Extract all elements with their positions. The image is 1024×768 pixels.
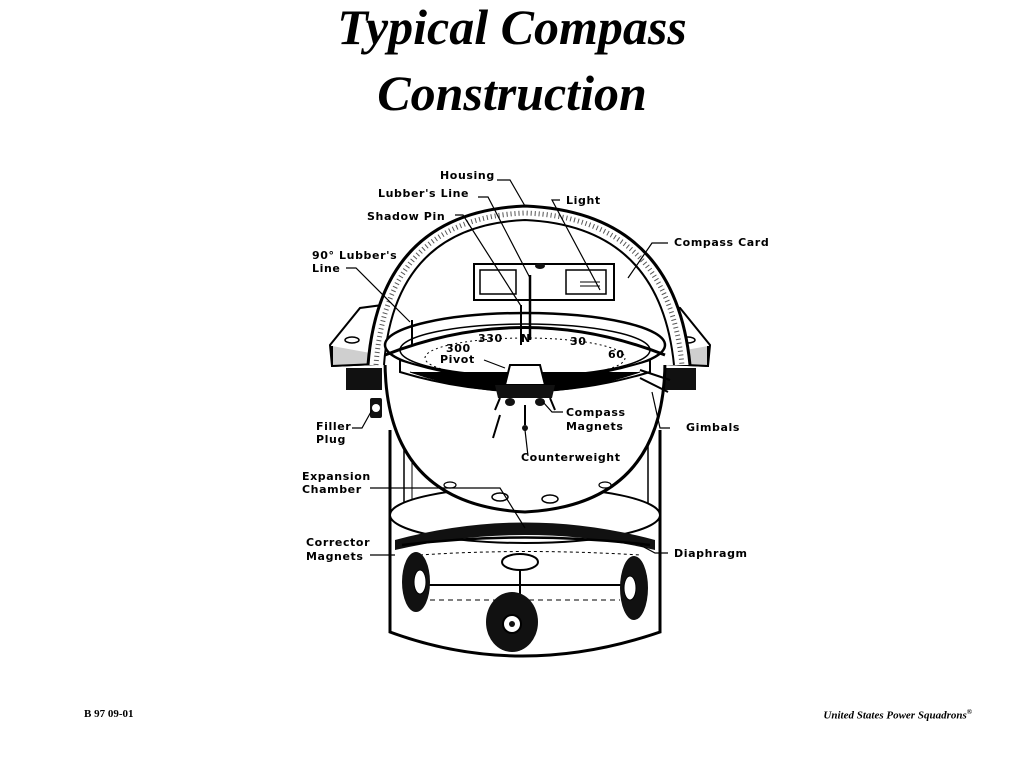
label-90-lubbers-line-1: 90° Lubber's: [312, 249, 397, 262]
label-gimbals: Gimbals: [686, 421, 740, 434]
footer-slide-code: B 97 09-01: [84, 708, 134, 720]
compass-drawing: N 330 300 30 60: [328, 204, 712, 658]
leader-lines: [346, 179, 670, 556]
label-counterweight: Counterweight: [521, 451, 621, 464]
card-mark-330: 330: [478, 332, 503, 345]
label-expansion-chamber-1: Expansion: [302, 470, 371, 483]
page-title-line-1: Typical Compass: [337, 0, 687, 55]
gimbal-ring: [384, 326, 671, 393]
label-diaphragm: Diaphragm: [674, 547, 748, 560]
compass-bowl: [370, 359, 667, 514]
label-corrector-magnets-2: Magnets: [306, 550, 364, 563]
diagram-labels: Housing Lubber's Line Shadow Pin Light C…: [302, 169, 769, 563]
card-mark-60: 60: [608, 348, 625, 361]
label-90-lubbers-line-2: Line: [312, 262, 340, 275]
label-light: Light: [566, 194, 601, 207]
label-lubbers-line: Lubber's Line: [378, 187, 469, 200]
label-housing: Housing: [440, 169, 495, 182]
label-pivot: Pivot: [440, 353, 475, 366]
label-expansion-chamber-2: Chamber: [302, 483, 362, 496]
lubber-pins: [411, 275, 532, 345]
registered-mark: ®: [966, 708, 972, 716]
pivot-assembly: [492, 364, 556, 439]
footer-organization: United States Power Squadrons®: [823, 708, 972, 722]
label-compass-magnets-2: Magnets: [566, 420, 624, 433]
card-mark-300: 300: [446, 342, 471, 355]
page-title-line-2: Construction: [377, 65, 647, 121]
footer-organization-name: United States Power Squadrons: [823, 709, 967, 722]
label-filler-plug-1: Filler: [316, 420, 351, 433]
card-mark-n: N: [521, 332, 531, 345]
label-corrector-magnets-1: Corrector: [306, 536, 370, 549]
label-compass-card: Compass Card: [674, 236, 769, 249]
card-mark-30: 30: [570, 335, 587, 348]
label-compass-magnets-1: Compass: [566, 406, 626, 419]
label-shadow-pin: Shadow Pin: [367, 210, 445, 223]
label-filler-plug-2: Plug: [316, 433, 346, 446]
